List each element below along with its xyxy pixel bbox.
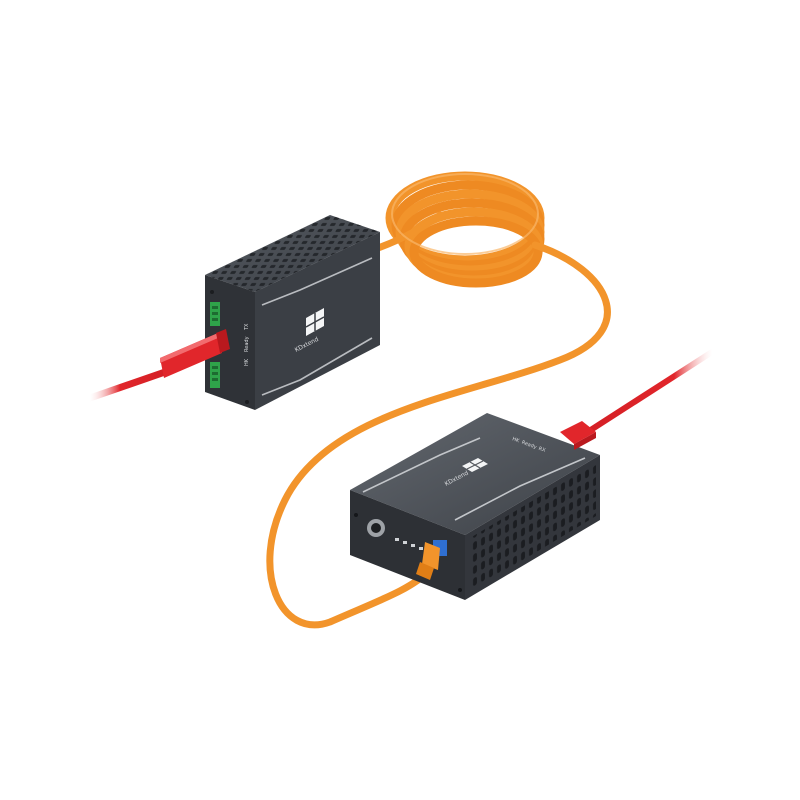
rx-label-2: RX	[538, 446, 547, 454]
hdmi-cable-right	[583, 349, 715, 436]
tx-label-1: Ready	[244, 336, 250, 352]
network-cable	[266, 171, 611, 629]
rx-label-0: HK	[511, 436, 520, 444]
hdmi-plug-left	[160, 329, 230, 378]
power-jack	[367, 519, 385, 537]
led-indicators	[395, 538, 423, 550]
tx-label-2: TX	[244, 323, 250, 331]
transmitter-status-labels: HK Ready TX	[244, 323, 250, 366]
tx-label-0: HK	[244, 358, 250, 366]
rj45-plug	[416, 542, 440, 580]
receiver-device: KDxtend HK Ready RX	[350, 413, 600, 600]
hdmi-plug-right	[560, 421, 596, 450]
hdmi-cable-left	[86, 368, 169, 402]
rx-label-1: Ready	[521, 440, 538, 451]
receiver-status-labels: HK Ready RX	[511, 436, 546, 454]
transmitter-device: KDxtend HK Ready TX	[205, 215, 380, 410]
